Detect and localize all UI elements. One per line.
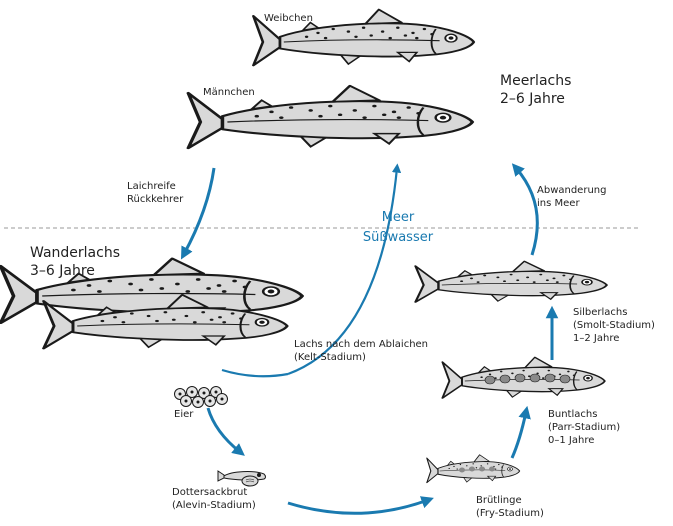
label-male: Männchen xyxy=(203,87,255,98)
eggs-cluster xyxy=(174,386,228,408)
arrow-alevin-to-fry xyxy=(287,496,434,515)
label-sea-salmon: Meerlachs 2–6 Jahre xyxy=(500,72,571,108)
parr-marks xyxy=(484,373,571,385)
label-returners-line2: Rückkehrer xyxy=(127,194,184,205)
arrow-migration xyxy=(511,163,539,256)
label-sea-salmon-age: 2–6 Jahre xyxy=(500,91,565,107)
label-kelt-line1: Lachs nach dem Ablaichen xyxy=(294,339,429,350)
label-parr-line3: 0–1 Jahre xyxy=(548,435,595,446)
zone-sea-label: Meer xyxy=(381,210,415,225)
label-sea-salmon-name: Meerlachs xyxy=(500,73,572,89)
label-wander-salmon-age: 3–6 Jahre xyxy=(30,263,95,279)
label-fry: Brütlinge (Fry-Stadium) xyxy=(476,494,544,520)
label-kelt: Lachs nach dem Ablaichen (Kelt-Stadium) xyxy=(294,338,428,364)
label-alevin: Dottersackbrut (Alevin-Stadium) xyxy=(172,486,256,512)
label-alevin-line1: Dottersackbrut xyxy=(172,487,248,498)
label-smolt-line2: (Smolt-Stadium) xyxy=(573,320,655,331)
alevin-fish xyxy=(217,470,266,487)
label-migration: Abwanderung ins Meer xyxy=(537,184,606,210)
label-migration-line2: ins Meer xyxy=(537,198,580,209)
arrow-eggs-to-alevin xyxy=(206,407,245,456)
label-parr-line2: (Parr-Stadium) xyxy=(548,422,621,433)
label-smolt-line3: 1–2 Jahre xyxy=(573,333,620,344)
label-kelt-line2: (Kelt-Stadium) xyxy=(294,352,366,363)
label-fry-line2: (Fry-Stadium) xyxy=(476,508,544,519)
label-wander-salmon: Wanderlachs 3–6 Jahre xyxy=(30,244,120,280)
label-female: Weibchen xyxy=(264,13,313,24)
zone-freshwater-label: Süßwasser xyxy=(362,230,434,245)
label-eggs: Eier xyxy=(174,409,194,420)
label-migration-line1: Abwanderung xyxy=(537,185,607,196)
label-alevin-line2: (Alevin-Stadium) xyxy=(172,500,256,511)
label-smolt-line1: Silberlachs xyxy=(573,307,628,318)
smolt-salmon-fish xyxy=(414,260,608,304)
arrow-kelt-to-sea xyxy=(287,163,402,376)
arrow-kelt-loop xyxy=(221,368,289,378)
arrow-returners xyxy=(180,167,216,260)
fry-marks xyxy=(459,466,495,473)
label-returners-line1: Laichreife xyxy=(127,181,176,192)
label-parr-line1: Buntlachs xyxy=(548,409,598,420)
label-smolt: Silberlachs (Smolt-Stadium) 1–2 Jahre xyxy=(573,306,655,345)
label-fry-line1: Brütlinge xyxy=(476,495,522,506)
label-wander-salmon-name: Wanderlachs xyxy=(30,245,120,261)
label-returners: Laichreife Rückkehrer xyxy=(127,180,183,206)
arrow-fry-to-parr xyxy=(510,405,531,459)
label-parr: Buntlachs (Parr-Stadium) 0–1 Jahre xyxy=(548,408,620,447)
